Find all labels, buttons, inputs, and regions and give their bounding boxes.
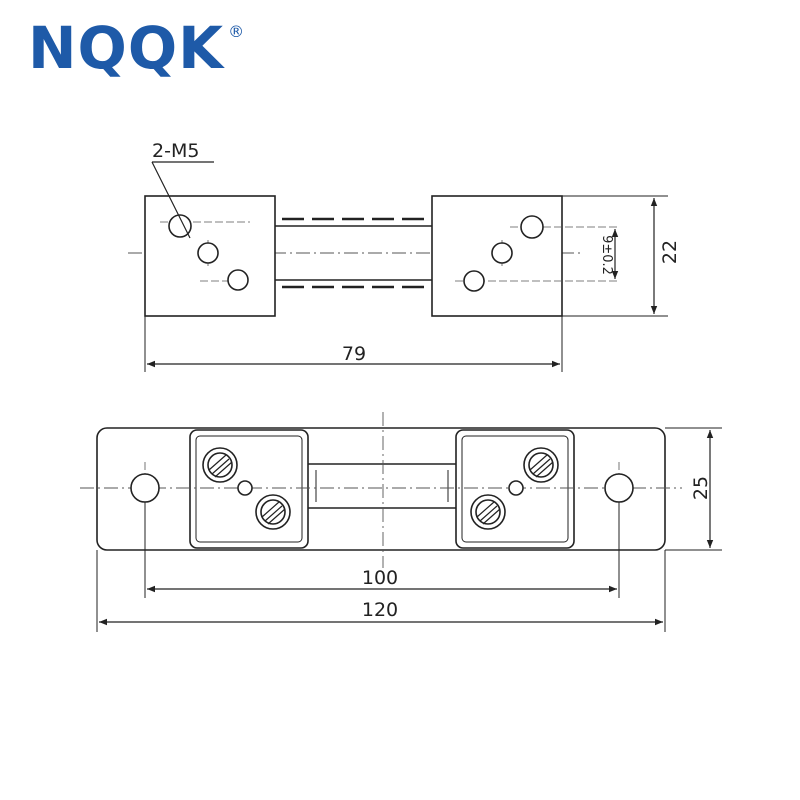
- overall-length-dim-label: 120: [362, 599, 398, 621]
- mounting-hole-right: [604, 473, 634, 503]
- hole-m5: [168, 214, 192, 238]
- spacing-dim-label: 9±0.2: [599, 235, 614, 275]
- terminal-screw: [202, 447, 238, 483]
- hole-spacing-dim-label: 100: [362, 567, 398, 589]
- hole-m5: [520, 215, 544, 239]
- terminal-screw: [255, 494, 291, 530]
- front-height-dim-label: 25: [690, 476, 712, 500]
- height-dim-label: 22: [659, 240, 681, 264]
- front-view: [80, 412, 722, 632]
- hole: [227, 269, 249, 291]
- terminal-hole: [508, 480, 524, 496]
- terminal-hole: [237, 480, 253, 496]
- right-terminal-inner: [461, 435, 569, 543]
- mounting-hole-left: [130, 473, 160, 503]
- hole: [491, 242, 513, 264]
- left-terminal-inner: [195, 435, 303, 543]
- width-dim-label: 79: [342, 343, 366, 365]
- top-view: [128, 161, 668, 372]
- hole: [197, 242, 219, 264]
- registered-mark: ®: [228, 22, 245, 41]
- terminal-screw: [523, 447, 559, 483]
- hole-callout-label: 2-M5: [152, 140, 199, 162]
- brand-name: NQQK: [28, 14, 225, 82]
- base-plate: [96, 427, 666, 551]
- brand-logo: NQQK ®: [28, 16, 244, 80]
- hole: [463, 270, 485, 292]
- callout-leader: [151, 161, 191, 239]
- terminal-screw: [470, 494, 506, 530]
